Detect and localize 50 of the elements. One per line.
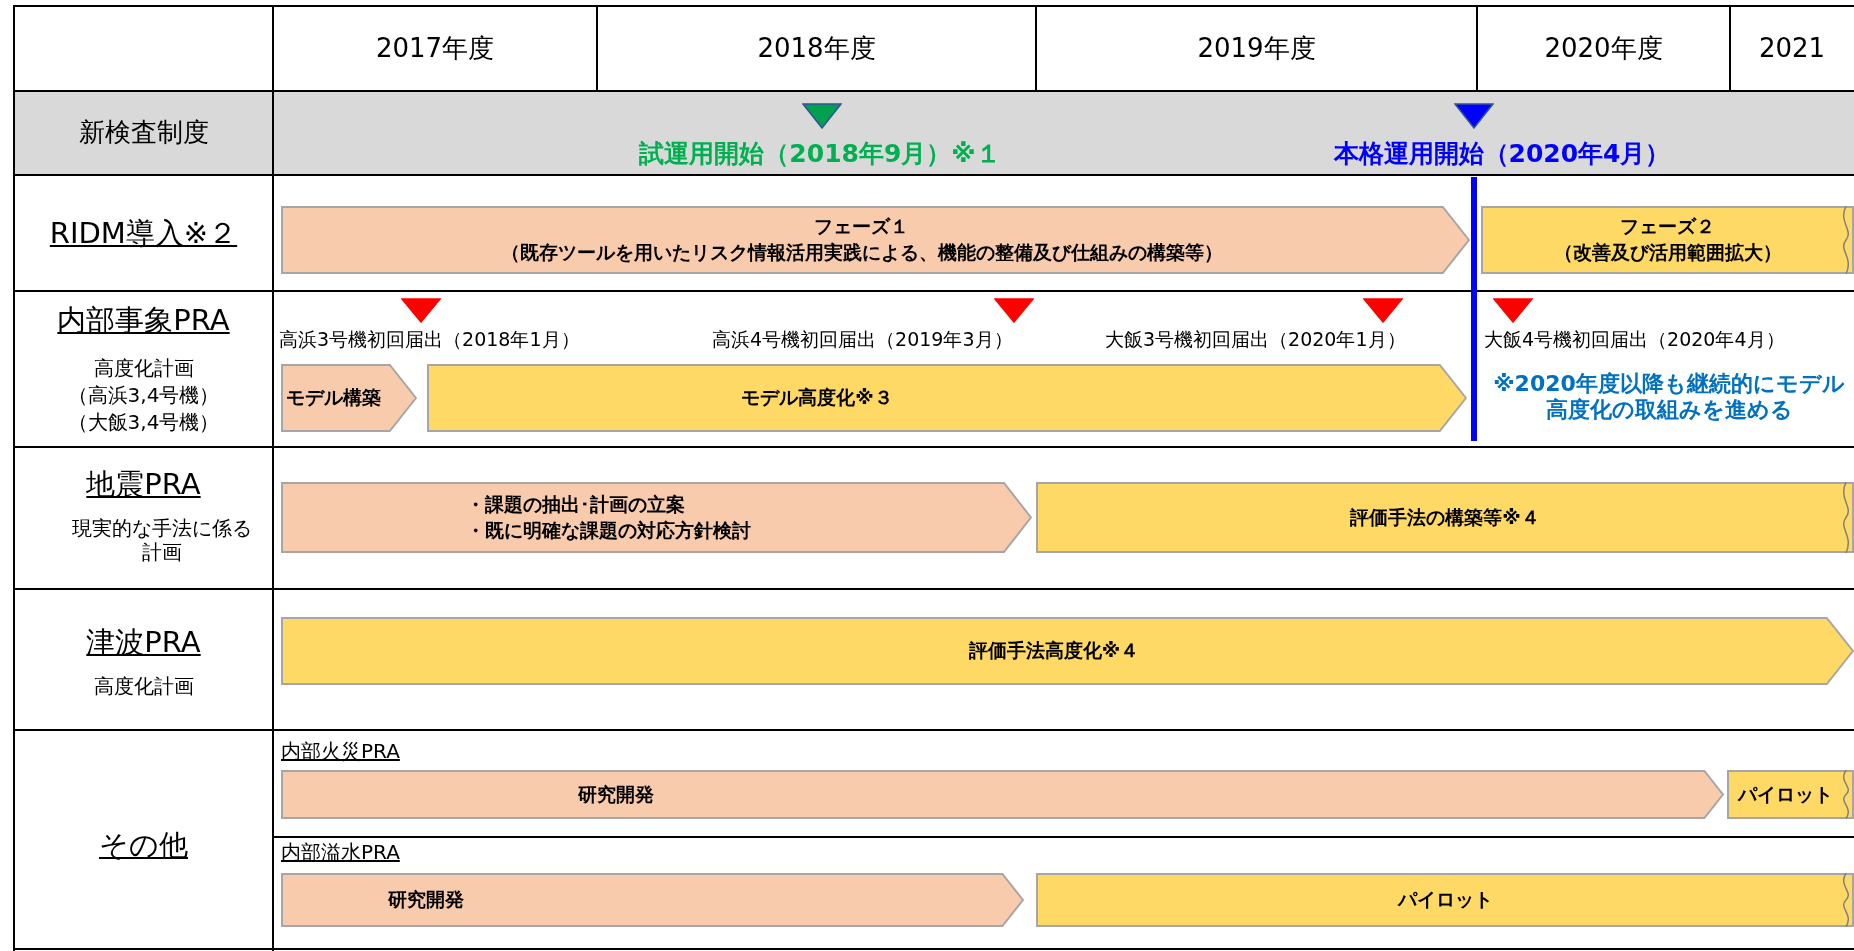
bar-label: ・既に明確な課題の対応方針検討: [466, 517, 751, 543]
row-header: RIDM導入※２: [49, 215, 238, 251]
milestone-label: 大飯4号機初回届出（2020年4月）: [1484, 327, 1785, 351]
subrow-header: 内部火災PRA: [281, 739, 400, 763]
timeline-bar: [281, 873, 1024, 927]
bar-label: 研究開発: [578, 781, 654, 807]
bar-label: モデル構築: [285, 385, 381, 411]
column-header: 2021: [1758, 32, 1826, 65]
bar-label: 評価手法の構築等※４: [1350, 504, 1540, 530]
column-header: 2017年度: [375, 32, 495, 65]
timeline-bar: [1036, 482, 1854, 553]
timeline-bar: [1036, 873, 1854, 927]
timeline-bar: [281, 364, 417, 432]
row-subheader: 高度化計画: [93, 674, 194, 698]
row-header: その他: [99, 827, 188, 863]
bar-label: （既存ツールを用いたリスク情報活用実践による、機能の整備及び仕組みの構築等）: [500, 240, 1223, 265]
row-subheader: 現実的な手法に係る計画: [70, 516, 253, 564]
bar-label: ・課題の抽出･計画の立案: [466, 491, 685, 517]
milestone-label: 高浜3号機初回届出（2018年1月）: [279, 327, 580, 351]
row-header: 新検査制度: [78, 117, 209, 149]
bar-label: パイロット: [1397, 887, 1493, 913]
bar-label: （改善及び活用範囲拡大）: [1553, 240, 1782, 265]
timeline-bar: [281, 206, 1470, 274]
note-text: ※2020年度以降も継続的にモデル高度化の取組みを進める: [1492, 370, 1846, 424]
row-header: 地震PRA: [86, 466, 201, 502]
timeline-bar: [281, 482, 1032, 553]
milestone-label: 本格運用開始（2020年4月）: [1333, 139, 1671, 169]
bar-label: フェーズ１: [814, 214, 910, 240]
row-subheader: （高浜3,4号機）: [67, 383, 220, 407]
bar-label: 研究開発: [388, 887, 464, 913]
column-header: 2020年度: [1544, 32, 1663, 65]
bar-label: フェーズ２: [1620, 214, 1715, 240]
milestone-label: 大飯3号機初回届出（2020年1月）: [1105, 327, 1406, 351]
timeline-bar: [281, 770, 1724, 819]
row-subheader: 高度化計画: [93, 356, 194, 380]
bar-label: パイロット: [1737, 781, 1833, 807]
subrow-header: 内部溢水PRA: [281, 840, 400, 864]
timeline-bar: [1481, 206, 1854, 274]
bar-label: モデル高度化※３: [741, 385, 893, 411]
milestone-label: 試運用開始（2018年9月）※１: [639, 139, 1001, 169]
row-header: 津波PRA: [86, 624, 201, 660]
column-header: 2018年度: [757, 32, 876, 65]
bar-label: 評価手法高度化※４: [968, 638, 1140, 664]
timeline-bar: [1727, 770, 1854, 819]
timeline-bar: [427, 364, 1467, 432]
row-subheader: （大飯3,4号機）: [67, 410, 220, 434]
milestone-label: 高浜4号機初回届出（2019年3月）: [712, 327, 1013, 351]
timeline-bar: [281, 617, 1854, 685]
row-header: 内部事象PRA: [57, 302, 230, 338]
column-header: 2019年度: [1197, 32, 1316, 65]
